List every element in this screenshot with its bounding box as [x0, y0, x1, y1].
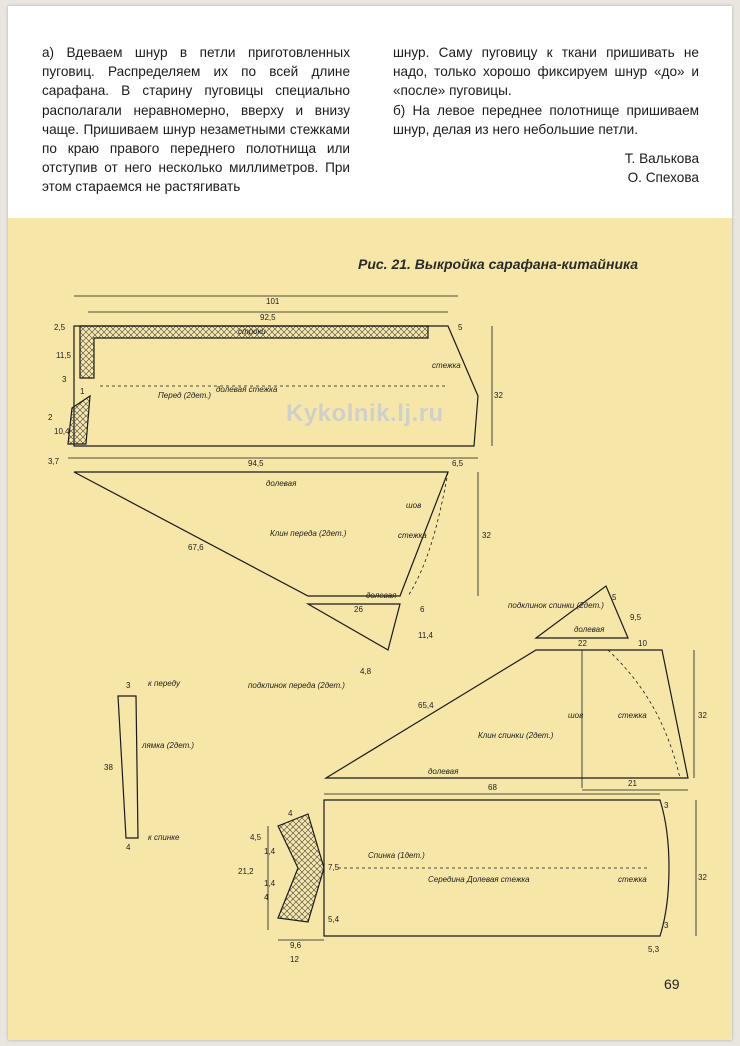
back-wedge-grain: долевая: [428, 767, 459, 776]
page: а) Вдеваем шнур в петли приготовленных п…: [8, 6, 732, 1040]
author-2: О. Спехова: [627, 170, 699, 186]
dim-back-68: 68: [488, 783, 497, 792]
dim-front-32: 32: [494, 391, 503, 400]
dim-back-wedge-9-5: 9,5: [630, 613, 642, 622]
front-hatched-strip: [79, 325, 429, 379]
dim-strap-38: 38: [104, 763, 113, 772]
back-title: Спинка (1дет.): [368, 851, 425, 860]
dim-back-wedge-10: 10: [638, 639, 647, 648]
paragraph-b: б) На левое переднее полотнище пришиваем…: [393, 102, 699, 137]
front-wedge-outline: [73, 471, 449, 597]
back-gusset-title: подклинок спинки (2дет.): [508, 601, 604, 610]
dim-back-3-bottom: 3: [664, 921, 669, 930]
figure-caption: Рис. 21. Выкройка сарафана-китайника: [358, 256, 639, 272]
dim-back-9-6: 9,6: [290, 941, 302, 950]
dim-back-1-4-top: 1,4: [264, 847, 276, 856]
strap-to-front: к переду: [148, 679, 181, 688]
front-grain: долевая стежка: [216, 385, 278, 394]
back-stitch: стежка: [618, 875, 647, 884]
dim-front-2: 2: [48, 413, 53, 422]
dim-strap-4: 4: [126, 843, 131, 852]
dim-back-5-3: 5,3: [648, 945, 660, 954]
dim-front-wedge-6: 6: [420, 605, 425, 614]
dim-back-32: 32: [698, 873, 707, 882]
paragraph-a-continued: шнур. Саму пуговицу к ткани пришивать не…: [393, 45, 699, 99]
front-gusset-title: подклинок переда (2дет.): [248, 681, 345, 690]
front-gusset-outline: [305, 603, 401, 651]
text-column-left: а) Вдеваем шнур в петли приготовленных п…: [42, 43, 350, 197]
pattern-figure: 101 92,5 2,5 5 11,5 3 1 2 10,4 32 3,7 94…: [8, 218, 732, 1040]
front-wedge-title: Клин переда (2дет.): [270, 529, 347, 538]
dim-front-11-5: 11,5: [56, 351, 72, 360]
front-wedge-stitch: стежка: [398, 531, 427, 540]
dim-back-wedge-22: 22: [578, 639, 587, 648]
strap-to-back: к спинке: [148, 833, 180, 842]
dim-back-wedge-32: 32: [698, 711, 707, 720]
dim-front-3-7: 3,7: [48, 457, 60, 466]
dim-back-4-top: 4: [288, 809, 293, 818]
dim-front-wedge-26: 26: [354, 605, 363, 614]
strap-title: лямка (2дет.): [141, 741, 194, 750]
front-gusset-label: долевая: [366, 591, 397, 600]
dim-front-wedge-4-8: 4,8: [360, 667, 372, 676]
dim-back-4-bottom: 4: [264, 893, 269, 902]
back-wedge-outline: [323, 649, 689, 779]
dim-front-92-5: 92,5: [260, 313, 276, 322]
author-1: Т. Валькова: [624, 151, 699, 167]
dim-back-5-4: 5,4: [328, 915, 340, 924]
watermark: Kykolnik.lj.ru: [286, 400, 444, 427]
text-column-right: шнур. Саму пуговицу к ткани пришивать не…: [393, 43, 699, 187]
back-neck-hatch: [277, 813, 325, 923]
strap-outline: [117, 695, 139, 839]
dim-front-wedge-11-4: 11,4: [418, 631, 434, 640]
dim-front-1: 1: [80, 387, 85, 396]
back-gusset-outline: [534, 585, 629, 639]
dim-back-3-top: 3: [664, 801, 669, 810]
back-wedge-stitch: стежка: [618, 711, 647, 720]
front-wedge-seam: шов: [406, 501, 421, 510]
page-number: 69: [664, 976, 680, 992]
back-gusset-label: долевая: [574, 625, 605, 634]
dim-back-wedge-65-4: 65,4: [418, 701, 434, 710]
dim-back-21-2: 21,2: [238, 867, 254, 876]
front-wedge-grain: долевая: [266, 479, 297, 488]
dim-back-4-5: 4,5: [250, 833, 262, 842]
back-wedge-seam: шов: [568, 711, 583, 720]
dim-front-5: 5: [458, 323, 463, 332]
front-title: Перед (2дет.): [158, 391, 211, 400]
back-grain: Середина Долевая стежка: [428, 875, 530, 884]
dim-back-7-5: 7,5: [328, 863, 340, 872]
dim-back-wedge-21: 21: [628, 779, 637, 788]
back-outline: [323, 799, 670, 937]
dim-front-3: 3: [62, 375, 67, 384]
dim-back-1-4-bottom: 1,4: [264, 879, 276, 888]
dim-front-101: 101: [266, 297, 280, 306]
back-wedge-title: Клин спинки (2дет.): [478, 731, 554, 740]
front-stroke-label: строки: [238, 327, 266, 336]
dim-front-2-5: 2,5: [54, 323, 66, 332]
dim-front-wedge-67-6: 67,6: [188, 543, 204, 552]
dim-front-6-5: 6,5: [452, 459, 464, 468]
text-section: а) Вдеваем шнур в петли приготовленных п…: [8, 6, 732, 218]
pattern-drawing: 101 92,5 2,5 5 11,5 3 1 2 10,4 32 3,7 94…: [48, 295, 707, 964]
dim-strap-3: 3: [126, 681, 131, 690]
dim-front-94-5: 94,5: [248, 459, 264, 468]
dim-back-wedge-5: 5: [612, 593, 617, 602]
front-neck-hatch: [67, 394, 91, 445]
dim-front-10-4: 10,4: [54, 427, 70, 436]
dim-front-wedge-32: 32: [482, 531, 491, 540]
paragraph-a: а) Вдеваем шнур в петли приготовленных п…: [42, 45, 350, 195]
dim-back-12: 12: [290, 955, 299, 964]
authors: Т. Валькова О. Спехова: [393, 149, 699, 187]
front-stitch: стежка: [432, 361, 461, 370]
